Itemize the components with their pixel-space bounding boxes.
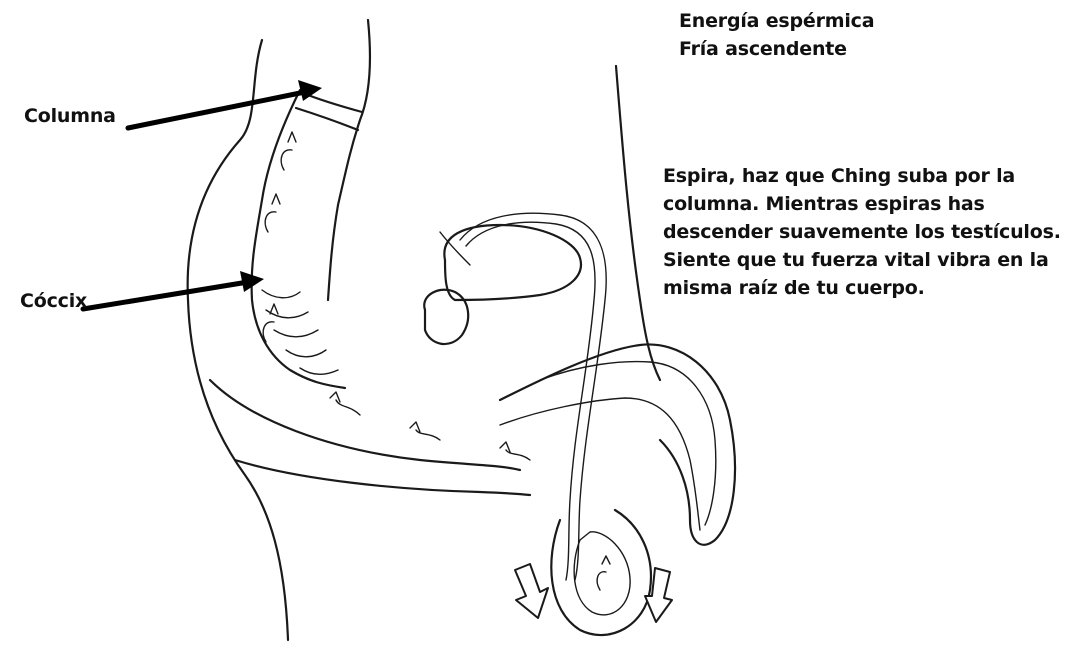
down-arrow-right: [644, 567, 673, 623]
penis-inner: [539, 360, 717, 526]
pointer-columna: [125, 80, 322, 131]
bladder: [443, 223, 583, 302]
instruction-line: descender suavemente los testículos.: [663, 221, 1061, 243]
vas-deferens-inner: [465, 221, 596, 581]
label-coccix: Cóccix: [20, 290, 88, 312]
spine-front-edge: [326, 18, 371, 302]
label-columna: Columna: [24, 105, 116, 127]
perineum-line: [233, 458, 532, 497]
scrotum: [550, 508, 653, 636]
front-outline: [614, 64, 662, 382]
instruction-text: Espira, haz que Ching suba por la column…: [663, 162, 1061, 302]
instruction-line: Espira, haz que Ching suba por la: [663, 165, 1016, 187]
urethra: [499, 397, 701, 531]
instruction-line: columna. Mientras espiras has: [663, 193, 985, 215]
instruction-line: misma raíz de tu cuerpo.: [663, 277, 925, 299]
vas-deferens: [459, 212, 607, 581]
down-arrow-left: [514, 563, 549, 619]
spine-back-edge: [250, 88, 347, 390]
energy-caption: Energía espérmica Fría ascendente: [679, 7, 875, 63]
prostate: [423, 288, 470, 346]
energy-flow-arrows: [262, 131, 611, 591]
sacrum-segments: [261, 289, 339, 375]
testicle: [573, 531, 631, 616]
pointer-coccix: [80, 271, 264, 312]
ureter: [439, 231, 471, 266]
pelvic-floor-line: [208, 378, 522, 472]
energy-caption-line-1: Energía espérmica: [679, 10, 875, 32]
instruction-line: Siente que tu fuerza vital vibra en la: [663, 249, 1049, 271]
penis-outline: [498, 343, 737, 546]
energy-caption-line-2: Fría ascendente: [679, 38, 847, 60]
back-outline: [186, 38, 290, 642]
